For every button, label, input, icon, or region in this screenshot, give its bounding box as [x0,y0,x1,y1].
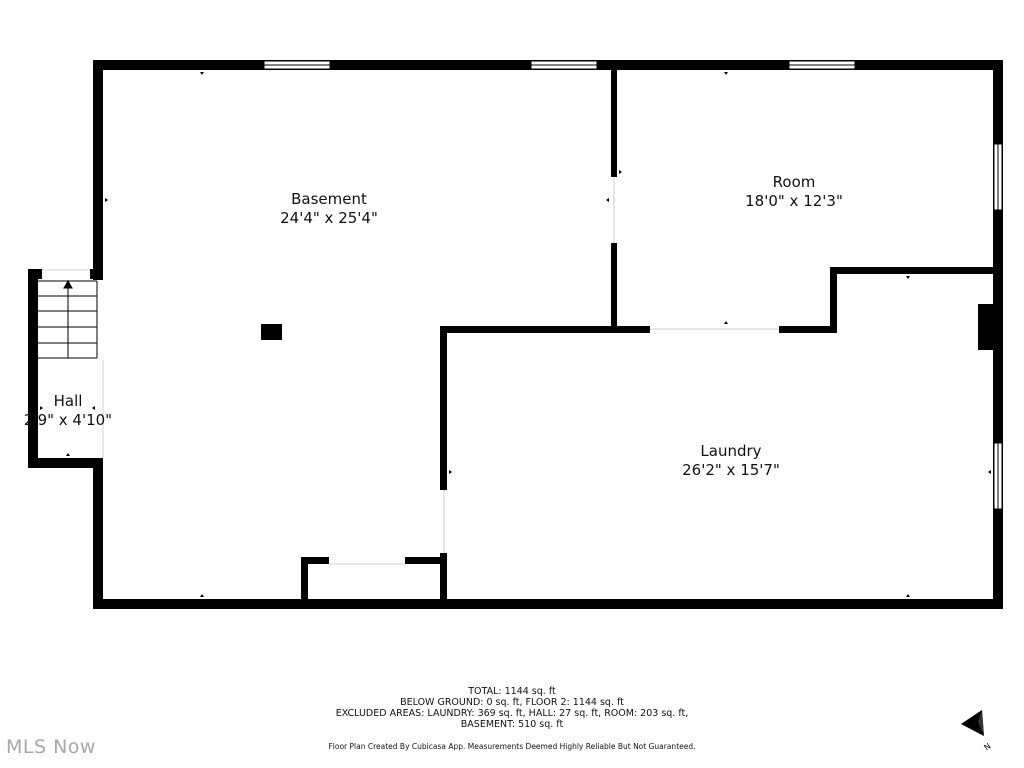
laundry-name: Laundry [700,442,762,460]
room-size: 18'0" x 12'3" [745,192,843,210]
wall-laundry-left-lower [440,553,447,609]
room-name: Room [772,173,816,191]
wall-bottom [93,599,1003,609]
mls-now-watermark: MLS Now [6,736,96,758]
basement-name: Basement [291,190,367,208]
hall-wall-top-right [90,269,103,279]
closet-wall-top-left [301,557,329,564]
room-label-laundry: Laundry 26'2" x 15'7" [631,442,831,480]
hall-size: 2'9" x 4'10" [23,411,113,429]
disclaimer: Floor Plan Created By Cubicasa App. Meas… [328,742,696,751]
wall-laundry-step [830,267,837,333]
stairs-arrow-head [63,279,73,289]
laundry-size: 26'2" x 15'7" [682,461,780,479]
summary-below-ground: BELOW GROUND: 0 sq. ft, FLOOR 2: 1144 sq… [400,697,624,708]
basement-size: 24'4" x 25'4" [280,209,378,227]
wall-laundry-top-left [440,326,650,333]
compass-letter: N [982,742,992,753]
room-label-hall: Hall 2'9" x 4'10" [8,392,128,430]
wall-laundry-top-right [779,326,837,333]
wall-laundry-step-top [830,267,1000,274]
wall-room-left-lower [611,243,617,332]
summary-total: TOTAL: 1144 sq. ft [468,686,556,697]
dimension-ticks [40,72,991,597]
area-summary: TOTAL: 1144 sq. ft BELOW GROUND: 0 sq. f… [312,686,712,730]
wall-room-left-upper [611,60,617,177]
laundry-appliance [978,304,993,350]
hall-wall-top [28,269,42,279]
wall-right [993,60,1003,609]
wall-left-upper [93,60,103,280]
basement-column [261,324,282,340]
wall-laundry-left-upper [440,326,447,490]
hall-wall-left [28,269,38,468]
closet-wall-left [301,557,308,609]
walls [28,60,1003,609]
windows [263,60,1003,510]
closet-wall-top-right [405,557,447,564]
room-label-room: Room 18'0" x 12'3" [694,173,894,211]
summary-basement: BASEMENT: 510 sq. ft [460,719,564,730]
hall-name: Hall [53,392,83,410]
summary-excluded: EXCLUDED AREAS: LAUNDRY: 369 sq. ft, HAL… [335,708,689,719]
north-arrow-icon: N [961,710,993,753]
wall-left-lower [93,458,103,609]
hall-wall-bottom [28,458,103,468]
stairs [38,279,98,359]
openings [42,177,779,565]
room-label-basement: Basement 24'4" x 25'4" [229,190,429,228]
